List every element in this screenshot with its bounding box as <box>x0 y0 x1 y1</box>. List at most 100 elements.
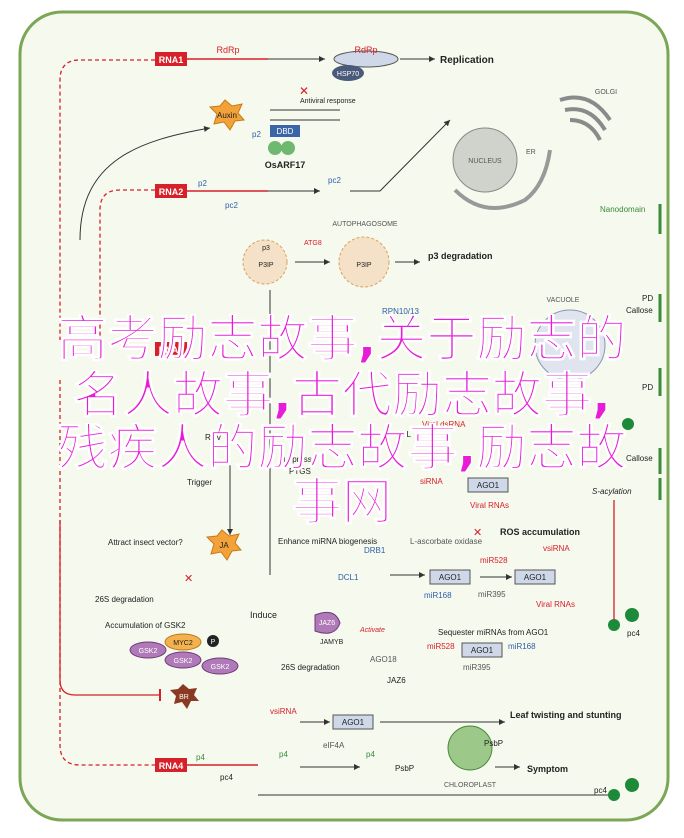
pc4-label-2: pc4 <box>220 773 233 782</box>
pc2-label: pc2 <box>225 201 238 210</box>
p2-label: p2 <box>252 130 261 139</box>
mir168-label-2: miR168 <box>508 642 536 651</box>
chloroplast-shape <box>447 725 493 771</box>
rsv-dashed-line <box>59 59 155 340</box>
br-label: BR <box>179 694 189 701</box>
eif4a-label: eIF4A <box>323 741 345 750</box>
hsp70-protein <box>332 65 364 81</box>
vsirna-label-2: vsiRNA <box>270 707 297 716</box>
gsk2-label: GSK2 <box>139 648 158 655</box>
psbp-label-2: PsbP <box>395 764 414 773</box>
viral-rnas-label-2: Viral RNAs <box>536 600 575 609</box>
block-x-icon-2: ✕ <box>184 573 193 585</box>
dbd-label: DBD <box>277 127 294 136</box>
osarf17-label: OsARF17 <box>265 160 306 170</box>
autophagosome-label: AUTOPHAGOSOME <box>332 221 398 228</box>
cell-frame <box>18 10 670 822</box>
rsv-label: RSV <box>205 433 222 442</box>
jaz6-label-2: JAZ6 <box>387 676 406 685</box>
replication-label: Replication <box>440 55 494 66</box>
drb1-label: DRB1 <box>364 546 386 555</box>
gsk2-label-3: GSK2 <box>211 664 230 671</box>
trigger-label: Trigger <box>187 478 212 487</box>
enhance-label: Enhance miRNA biogenesis <box>278 537 377 546</box>
jaz6-shape <box>314 611 341 634</box>
br-inhibit-line <box>59 520 160 696</box>
golgi-shape <box>559 95 612 141</box>
mir395-label-2: miR395 <box>463 663 491 672</box>
rna3-label: RNA3 <box>159 345 184 355</box>
mir528-label-2: miR528 <box>427 642 455 651</box>
rpn-label: RPN10/13 <box>382 307 419 316</box>
golgi-label: GOLGI <box>595 89 617 96</box>
attract-label: Attract insect vector? <box>108 538 183 547</box>
pc2-label-2: pc2 <box>328 176 341 185</box>
mir168-label: miR168 <box>424 591 452 600</box>
er-label: ER <box>526 149 536 156</box>
hsp70-label: HSP70 <box>337 71 359 78</box>
ago1-label-5: AGO1 <box>342 718 365 727</box>
suppress-label: Suppress <box>278 455 312 464</box>
p3ip-label: P3IP <box>258 262 274 269</box>
autophagosome-left <box>242 239 288 285</box>
dcl-label: DCL <box>395 430 412 439</box>
jamyb-label: JAMYB <box>320 639 344 646</box>
activate-label: Activate <box>359 627 385 634</box>
nucleus-label: NUCLEUS <box>468 158 502 165</box>
pd-label-2: PD <box>642 383 653 392</box>
er-shape <box>453 149 552 210</box>
green-dot-1 <box>622 418 634 430</box>
induce-label: Induce <box>250 610 277 620</box>
autophagosome-right <box>338 236 390 288</box>
chloroplast-label: CHLOROPLAST <box>444 782 497 789</box>
pc4-label-3: pc4 <box>594 786 607 795</box>
viral-dsrna-label: Viral dsRNA <box>422 420 466 429</box>
rna4-dashed-line <box>59 380 155 766</box>
p3-label: p3 <box>262 245 270 252</box>
ago1-box-4 <box>461 642 503 658</box>
pc4-label: pc4 <box>627 629 640 638</box>
block-x-icon: ✕ <box>299 84 309 98</box>
viral-rnas-label: Viral RNAs <box>470 501 509 510</box>
overlay-line-4: 事网 <box>292 477 393 527</box>
ago1-label-2: AGO1 <box>439 573 462 582</box>
ago1-box-5 <box>332 714 374 730</box>
ago1-box-2 <box>429 569 471 585</box>
p-label: P <box>211 639 216 646</box>
l-ascorbate-label: L-ascorbate oxidase <box>410 537 483 546</box>
rdrp-protein <box>333 50 399 68</box>
dcl1-label: DCL1 <box>338 573 359 582</box>
rna1-box <box>155 52 187 66</box>
rna4-box <box>155 758 187 772</box>
26s-degradation-label: 26S degradation <box>95 595 154 604</box>
ago1-box-3 <box>514 569 556 585</box>
accumulation-label: Accumulation of GSK2 <box>105 621 186 630</box>
pd-label: PD <box>642 294 653 303</box>
overlay-line-2: 名人故事,古代励志故事, <box>73 370 612 420</box>
p3-degradation-label: p3 degradation <box>428 251 493 261</box>
rna2-dashed-line <box>99 189 155 340</box>
ago18-label: AGO18 <box>370 655 397 664</box>
ago1-label-4: AGO1 <box>471 646 494 655</box>
ja-star <box>205 529 242 561</box>
p2-label-2: p2 <box>198 179 207 188</box>
ros-label: ROS accumulation <box>500 527 580 537</box>
mir528-label: miR528 <box>480 556 508 565</box>
sequester-label: Sequester miRNAs from AGO1 <box>438 628 549 637</box>
br-star <box>170 684 199 709</box>
rna2-label: RNA2 <box>159 187 184 197</box>
callose-label: Callose <box>626 306 653 315</box>
overlay-line-3: 残疾人的励志故事,励志故 <box>57 423 627 473</box>
symptom-label: Symptom <box>527 764 568 774</box>
sirna-label: siRNA <box>420 477 443 486</box>
antiviral-label: Antiviral response <box>300 98 356 105</box>
mir395-label: miR395 <box>478 590 506 599</box>
p3ip-label-2: P3IP <box>356 262 372 269</box>
26s-degradation-label-2: 26S degradation <box>281 663 340 672</box>
rdrp-label: RdRp <box>216 45 239 55</box>
leaf-twisting-label: Leaf twisting and stunting <box>510 710 622 720</box>
psbp-label: PsbP <box>484 739 503 748</box>
rna2-box <box>155 184 187 198</box>
rdrp-label-2: RdRp <box>354 45 377 55</box>
